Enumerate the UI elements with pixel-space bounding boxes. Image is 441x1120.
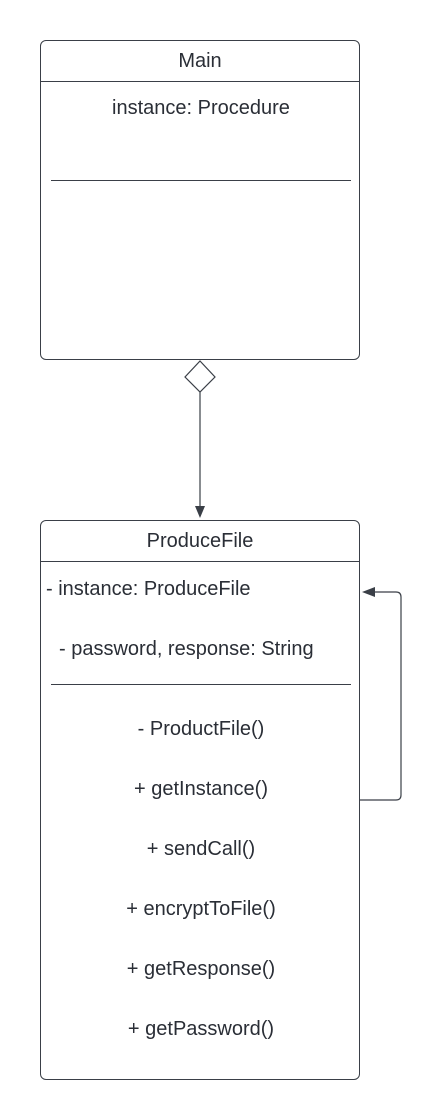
self-association-connector[interactable] bbox=[360, 587, 402, 801]
method-sendcall: + sendCall() bbox=[146, 838, 256, 860]
aggregation-diamond-icon bbox=[184, 360, 216, 393]
main-class-name: Main bbox=[41, 41, 359, 82]
producefile-class-box[interactable]: ProduceFile - instance: ProduceFile - pa… bbox=[40, 520, 360, 1080]
main-attribute-instance: instance: Procedure bbox=[112, 97, 290, 119]
main-class-box[interactable]: Main instance: Procedure bbox=[40, 40, 360, 360]
aggregation-connector[interactable] bbox=[184, 360, 216, 518]
producefile-class-name: ProduceFile bbox=[41, 521, 359, 562]
method-productfile: - ProductFile() bbox=[137, 718, 265, 740]
method-getinstance: + getInstance() bbox=[134, 778, 268, 800]
producefile-attribute-instance: - instance: ProduceFile bbox=[46, 578, 251, 600]
method-getresponse: + getResponse() bbox=[126, 958, 276, 980]
method-encrypttofile: + encryptToFile() bbox=[126, 898, 276, 920]
method-getpassword: + getPassword() bbox=[127, 1018, 275, 1040]
aggregation-arrowhead-icon bbox=[195, 506, 205, 518]
producefile-attribute-password-response: - password, response: String bbox=[59, 638, 314, 660]
self-association-path bbox=[360, 591, 402, 801]
producefile-section-divider bbox=[51, 684, 351, 685]
main-section-divider bbox=[51, 180, 351, 181]
